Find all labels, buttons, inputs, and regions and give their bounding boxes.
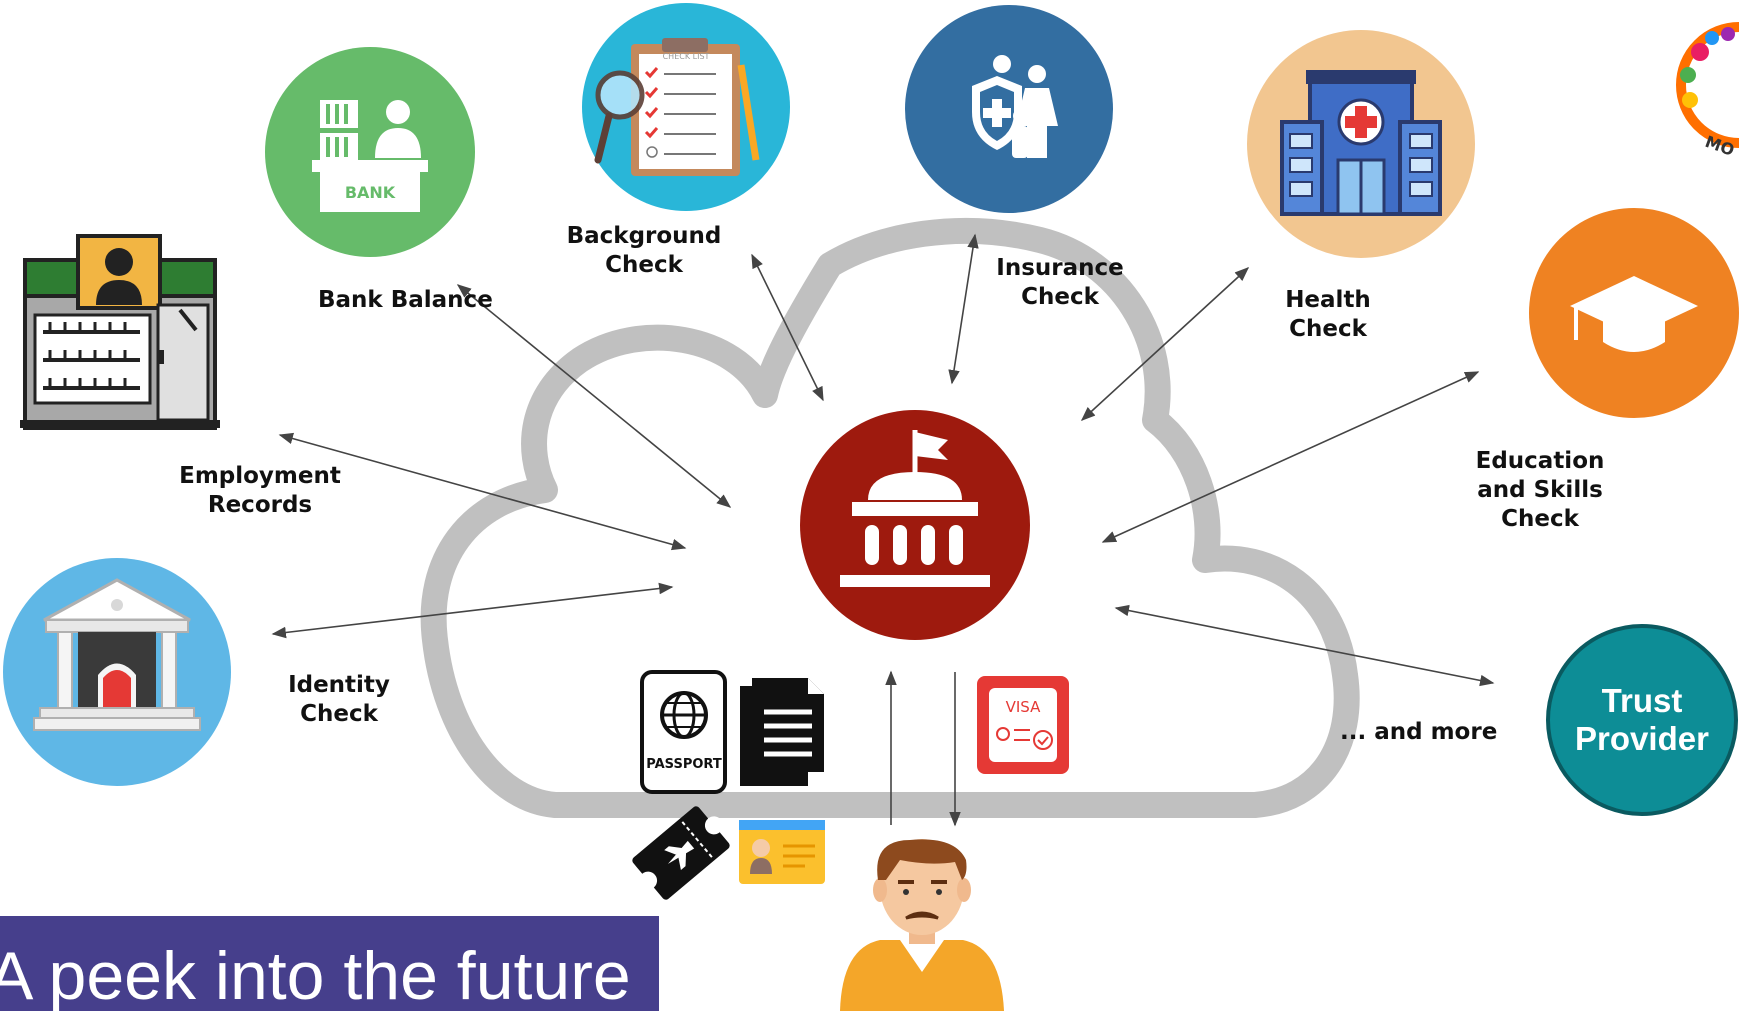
banner-title: A peek into the future [0,938,631,1011]
trust-provider-node [1546,624,1738,816]
svg-text:BANK: BANK [345,183,396,202]
hospital-icon [1247,30,1475,258]
svg-text:VISA: VISA [1006,698,1041,716]
connection-arrows [271,233,1495,827]
passport-icon: PASSPORT [640,670,727,794]
svg-text:CHECK LIST: CHECK LIST [663,52,710,61]
government-hub-icon [800,410,1030,640]
government-building-icon [3,558,231,786]
graduation-cap-icon [1529,208,1739,418]
bank-icon: BANK [265,47,475,257]
employment-office-icon [20,234,220,430]
label-bank-balance: Bank Balance [318,287,493,313]
citizen-avatar-icon [840,839,1004,1011]
checklist-icon: CHECK LIST [582,3,790,211]
id-card-icon [739,820,825,884]
future-banner: A peek into the future [0,916,659,1011]
brand-logo-icon: MO [1676,22,1739,160]
insurance-family-icon [905,5,1113,213]
plane-ticket-icon [632,806,730,900]
document-icon [740,678,824,786]
svg-text:PASSPORT: PASSPORT [646,757,722,772]
label-and-more: ... and more [1340,719,1498,745]
visa-stamp-icon: VISA [977,676,1069,774]
